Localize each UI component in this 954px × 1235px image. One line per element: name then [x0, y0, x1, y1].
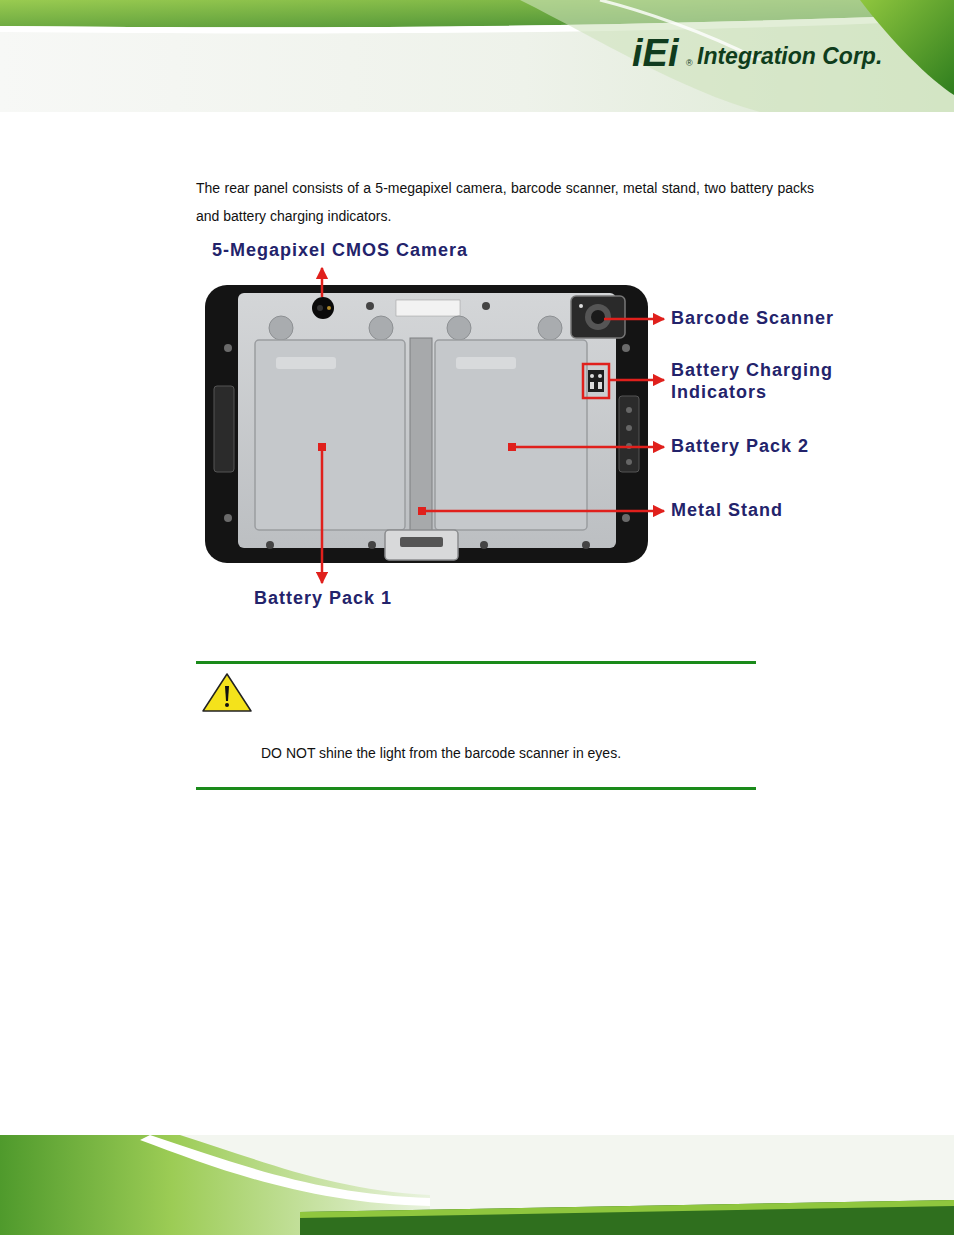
tablet-illustration-part	[276, 357, 336, 369]
tablet-illustration-part	[585, 304, 611, 330]
callout-label: Battery Pack 1	[254, 587, 494, 610]
tablet-illustration-part-part	[369, 316, 393, 340]
tablet-illustration-part	[366, 302, 374, 310]
tablet-illustration-part	[598, 382, 602, 389]
logo-mark: iEi	[632, 30, 692, 78]
warning-block-part	[196, 787, 756, 790]
tablet-illustration-part-part	[447, 316, 471, 340]
leader-arrows-part	[604, 318, 664, 321]
warning-block-part	[203, 674, 251, 711]
leader-arrows-part	[610, 379, 664, 382]
warning-block-part	[196, 661, 756, 664]
tablet-illustration-part	[579, 304, 583, 308]
tablet-illustration-part-part	[538, 316, 562, 340]
tablet-illustration-part	[456, 357, 516, 369]
callout-label: Metal Stand	[671, 499, 911, 522]
tablet-illustration-part	[590, 382, 594, 389]
footer-decoration-part	[0, 1135, 954, 1235]
tablet-illustration-part	[224, 344, 232, 352]
tablet-illustration-part	[312, 297, 334, 319]
warning-block-part	[225, 686, 229, 701]
tablet-illustration-part	[317, 305, 323, 311]
tablet-illustration-part	[598, 374, 602, 378]
leader-arrows-part	[418, 507, 426, 515]
footer-decoration-part	[300, 1200, 954, 1235]
header-decoration-part	[520, 0, 954, 112]
tablet-illustration-part	[571, 296, 625, 338]
registered-mark: ®	[686, 58, 698, 69]
tablet-illustration-part	[224, 514, 232, 522]
footer-decoration	[0, 1135, 954, 1235]
tablet-illustration-part	[266, 541, 274, 549]
tablet-illustration-part	[410, 338, 432, 532]
tablet-illustration	[205, 285, 648, 563]
tablet-illustration-part	[591, 310, 605, 324]
tablet-illustration-part	[588, 370, 604, 392]
tablet-illustration-part	[583, 364, 609, 398]
tablet-illustration-part	[626, 425, 632, 431]
tablet-illustration-part	[269, 316, 562, 340]
callout-label: 5-Megapixel CMOS Camera	[212, 239, 512, 262]
tablet-illustration-part	[400, 537, 443, 547]
tablet-illustration-part	[619, 396, 639, 472]
callout-label: Battery Charging Indicators	[671, 359, 846, 403]
body-paragraph: The rear panel consists of a 5-megapixel…	[196, 174, 814, 230]
tablet-illustration-part	[622, 344, 630, 352]
tablet-illustration-part	[214, 386, 234, 472]
leader-arrows-part	[318, 443, 326, 451]
tablet-illustration-part	[480, 541, 488, 549]
header-decoration	[0, 0, 954, 112]
callout-label: Barcode Scanner	[671, 307, 911, 330]
leader-arrows-part	[422, 510, 664, 513]
warning-block	[196, 661, 756, 790]
leader-arrows-part	[512, 446, 664, 449]
tablet-illustration-part	[626, 407, 632, 413]
tablet-illustration-part	[582, 541, 590, 549]
tablet-illustration-part	[590, 374, 594, 378]
tablet-illustration-part	[205, 285, 648, 563]
leader-arrows-part	[321, 268, 324, 297]
logo-text: Integration Corp.	[697, 42, 937, 71]
tablet-illustration-part	[396, 300, 460, 316]
tablet-illustration-part	[435, 340, 587, 530]
leader-arrows-part	[508, 443, 516, 451]
tablet-illustration-part-part	[269, 316, 293, 340]
tablet-illustration-part	[385, 530, 458, 560]
footer-decoration-part	[300, 1200, 954, 1218]
header-decoration-part	[0, 0, 954, 112]
tablet-illustration-part	[626, 459, 632, 465]
leader-arrows	[318, 268, 664, 583]
tablet-illustration-part	[368, 541, 376, 549]
tablet-illustration-part	[622, 514, 630, 522]
warning-text: DO NOT shine the light from the barcode …	[261, 745, 741, 763]
leader-arrows-part	[321, 447, 324, 583]
tablet-illustration-part	[327, 306, 331, 310]
callout-label: Battery Pack 2	[671, 435, 911, 458]
tablet-illustration-part	[255, 340, 405, 530]
footer-decoration-part	[140, 1135, 430, 1206]
tablet-illustration-part	[482, 302, 490, 310]
warning-block-part	[225, 703, 229, 707]
